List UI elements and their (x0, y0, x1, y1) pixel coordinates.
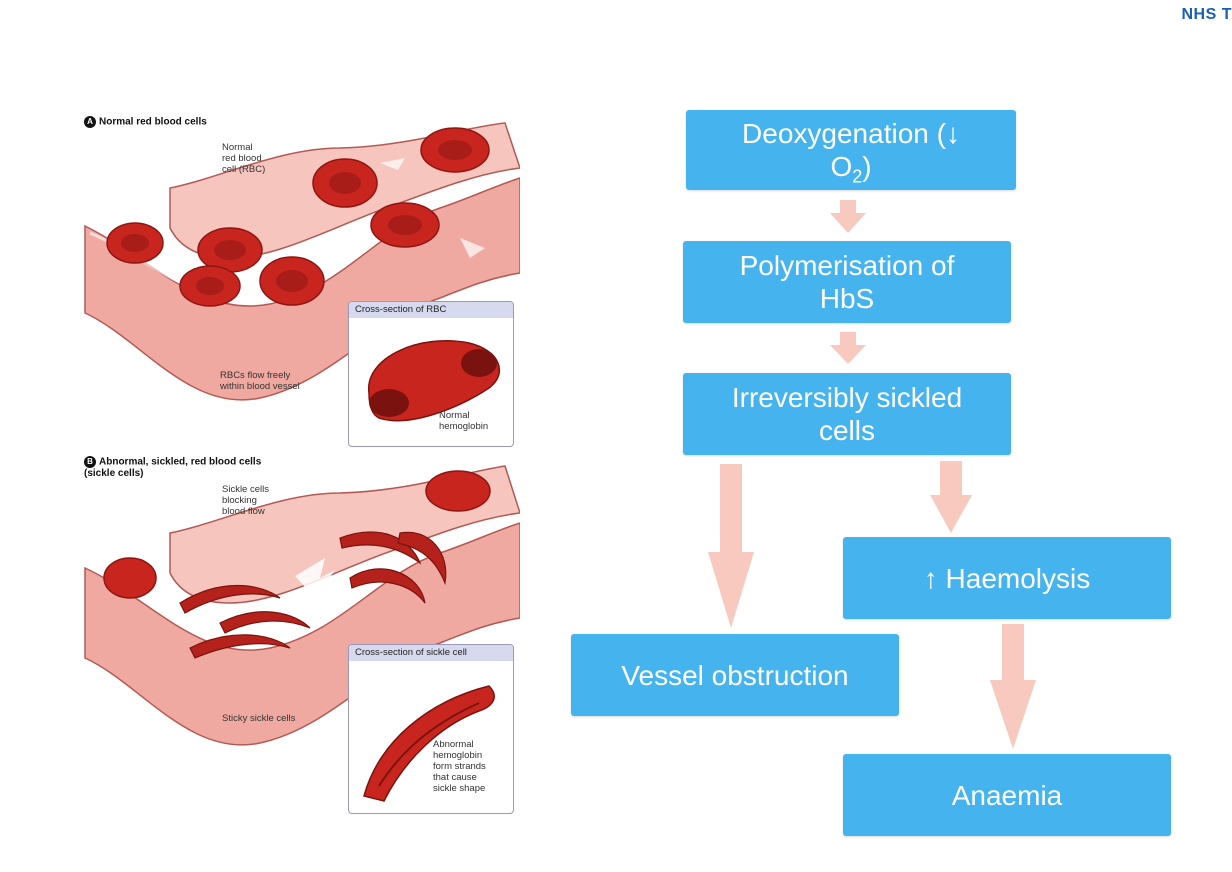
arrow-poly-to-sickled (830, 332, 866, 364)
box-polymerisation: Polymerisation of HbS (683, 241, 1011, 323)
arrow-haemolysis-to-anaemia (990, 624, 1036, 749)
panel-a-badge: A (84, 116, 96, 128)
arrow-deoxy-to-poly (830, 200, 866, 233)
deoxygenation-text: Deoxygenation (↓ (742, 118, 960, 149)
deoxygenation-close: ) (862, 151, 872, 182)
sickle-cross-section-drawing (363, 685, 495, 802)
label-normal-hemoglobin: Normal hemoglobin (439, 410, 489, 432)
deoxygenation-o: O (830, 151, 853, 182)
label-sickle-blocking: Sickle cells blocking blood flow (222, 484, 269, 517)
box-deoxygenation: Deoxygenation (↓O2) (686, 110, 1016, 190)
rbc-cross-section-drawing (368, 340, 501, 422)
box-deoxygenation-text: Deoxygenation (↓O2) (742, 117, 960, 186)
label-abnormal-hemoglobin: Abnormal hemoglobin form strands that ca… (433, 739, 486, 794)
box-sickled-cells: Irreversibly sickled cells (683, 373, 1011, 455)
label-normal-rbc: Normal red blood cell (RBC) (222, 142, 266, 175)
box-vessel-obstruction: Vessel obstruction (571, 634, 899, 716)
panel-b-title-text: Abnormal, sickled, red blood cells (sick… (84, 456, 262, 479)
inset-sickle-title: Cross-section of sickle cell (349, 645, 513, 661)
box-haemolysis: ↑ Haemolysis (843, 537, 1171, 619)
arrow-sickled-to-obstruction (708, 464, 754, 628)
brand-logo-text: NHS T (1181, 6, 1232, 23)
label-flow-freely: RBCs flow freely within blood vessel (220, 370, 300, 392)
normal-vessel (84, 122, 520, 401)
arrow-sickled-to-haemolysis (930, 461, 972, 533)
label-sticky-sickle: Sticky sickle cells (222, 713, 296, 724)
inset-sickle-cross-section: Cross-section of sickle cell Abnormal he… (348, 644, 514, 814)
sickle-vessel (84, 465, 520, 746)
vessel-drawing (84, 122, 520, 746)
inset-rbc-cross-section: Cross-section of RBC Normal hemoglobin (348, 301, 514, 447)
inset-rbc-title: Cross-section of RBC (349, 302, 513, 318)
box-anaemia: Anaemia (843, 754, 1171, 836)
deoxygenation-subscript: 2 (852, 166, 863, 187)
panel-b-badge: B (84, 456, 96, 468)
panel-a-title-text: Normal red blood cells (99, 116, 207, 128)
